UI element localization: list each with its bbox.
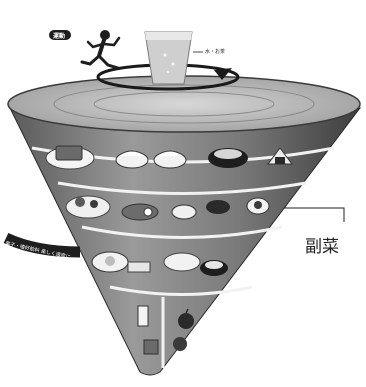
exercise-label: 運動 bbox=[53, 31, 65, 40]
runner-figure-icon bbox=[82, 31, 119, 69]
side-dish-label: 副菜 bbox=[305, 232, 339, 257]
water-glass-icon bbox=[145, 32, 192, 84]
miso-soup-bowl-icon bbox=[208, 148, 248, 168]
side-dish-callout-line bbox=[284, 208, 344, 222]
water-tea-label: 水・お茶 bbox=[205, 48, 225, 55]
milk-glass-icon bbox=[138, 306, 148, 326]
